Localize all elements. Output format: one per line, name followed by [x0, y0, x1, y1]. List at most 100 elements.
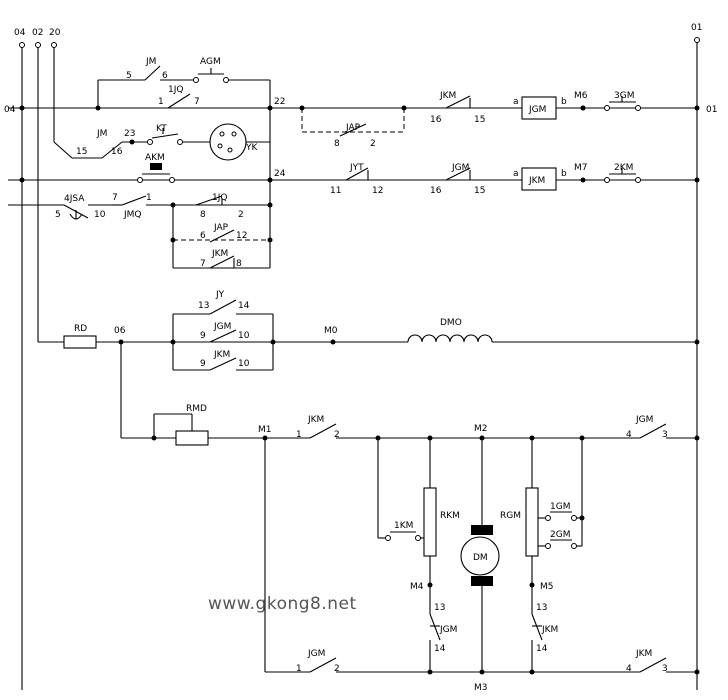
wire-label-01-top: 01	[691, 23, 702, 33]
jsa-block	[8, 180, 273, 269]
terminal-16b: 16	[430, 115, 442, 125]
terminal-6b: 6	[200, 231, 206, 241]
terminal-15c: 15	[474, 186, 485, 196]
watermark-text: www.gkong8.net	[208, 594, 357, 614]
row-1-circuit	[8, 65, 700, 137]
label-rgm: RGM	[500, 511, 521, 521]
label-1km: 1KM	[394, 521, 413, 531]
terminal-10a: 10	[238, 331, 250, 341]
label-rmd: RMD	[186, 404, 207, 414]
node-label-06: 06	[114, 326, 126, 336]
label-jgm-coil: JGM	[528, 105, 546, 115]
terminal-2n: 2	[334, 664, 340, 674]
label-jkm-bot: JKM	[635, 649, 652, 659]
terminal-12b: 12	[236, 231, 247, 241]
terminal-13b: 13	[536, 603, 547, 613]
label-jy: JY	[215, 290, 225, 300]
wire-label-04: 04	[14, 28, 26, 38]
row-kt-circuit	[53, 123, 271, 180]
terminal-8b: 8	[200, 210, 206, 220]
label-jmq: JMQ	[123, 210, 142, 220]
node-label-22: 22	[274, 97, 285, 107]
label-jgm-row2: JGM	[451, 163, 469, 173]
terminal-14: 14	[238, 301, 250, 311]
terminal-9a: 9	[200, 331, 206, 341]
terminal-15a: 15	[76, 147, 87, 157]
label-jyt: JYT	[349, 163, 364, 173]
terminal-6: 6	[162, 71, 168, 81]
terminal-2b: 2	[238, 210, 244, 220]
wire-label-02: 02	[32, 28, 43, 38]
label-rd: RD	[74, 324, 87, 334]
label-jgm-b: JGM	[213, 322, 231, 332]
label-2km: 2KM	[614, 163, 633, 173]
wire-label-04-left: 04	[4, 105, 16, 115]
terminal-13a: 13	[434, 603, 445, 613]
label-yk: YK	[245, 143, 258, 153]
terminal-3n: 3	[662, 664, 668, 674]
label-jkm-c: JKM	[211, 249, 228, 259]
terminal-1a: 1	[158, 97, 164, 107]
label-4jsa: 4JSA	[64, 194, 85, 204]
label-dm: DM	[473, 553, 488, 563]
wire-label-01-right: 01	[706, 105, 717, 115]
port-b-2: b	[561, 169, 567, 179]
label-1jq-top: 1JQ	[168, 85, 183, 95]
label-jkm-v: JKM	[541, 625, 558, 635]
label-jm-top: JM	[145, 57, 156, 67]
terminal-10b: 10	[238, 359, 250, 369]
wire-label-m3: M3	[474, 683, 488, 693]
node-label-24: 24	[274, 169, 286, 179]
terminal-13: 13	[198, 301, 209, 311]
wire-label-m4: M4	[410, 582, 424, 592]
terminal-5b: 5	[55, 210, 61, 220]
terminal-1m: 1	[296, 430, 302, 440]
terminal-4m: 4	[626, 430, 632, 440]
terminal-2a: 2	[370, 139, 376, 149]
terminal-1b: 1	[146, 193, 152, 203]
terminal-8a: 8	[334, 139, 340, 149]
label-1jq-c: 1JQ	[212, 193, 227, 203]
label-3gm: 3GM	[614, 91, 634, 101]
terminal-15b: 15	[474, 115, 485, 125]
label-agm: AGM	[200, 57, 221, 67]
label-jkm-row1: JKM	[439, 91, 456, 101]
terminal-7c: 7	[200, 259, 206, 269]
terminal-10: 10	[94, 210, 106, 220]
label-jkm-coil: JKM	[528, 176, 545, 186]
label-dmo: DMO	[440, 318, 462, 328]
port-a-1: a	[513, 97, 519, 107]
port-b-1: b	[561, 97, 567, 107]
label-jm-mid: JM	[96, 129, 107, 139]
terminal-5: 5	[126, 71, 132, 81]
terminal-16a: 16	[111, 147, 123, 157]
terminal-11: 11	[330, 186, 341, 196]
wire-label-m7: M7	[574, 163, 588, 173]
row-m1-circuit	[120, 342, 700, 672]
node-label-23: 23	[124, 129, 135, 139]
terminal-7a: 7	[194, 97, 200, 107]
label-jgm-v: JGM	[439, 625, 457, 635]
wire-label-m6: M6	[574, 91, 588, 101]
terminal-4n: 4	[626, 664, 632, 674]
label-jgm-m1: JGM	[635, 415, 653, 425]
label-1gm: 1GM	[550, 502, 570, 512]
wire-label-m5: M5	[540, 582, 554, 592]
wire-label-m2: M2	[474, 424, 488, 434]
terminal-7b: 7	[112, 193, 118, 203]
label-jap-c: JAP	[213, 223, 229, 233]
label-jgm-bot: JGM	[307, 649, 325, 659]
label-jkm-m1: JKM	[307, 415, 324, 425]
terminal-14a: 14	[434, 644, 446, 654]
label-jap-box: JAP	[345, 123, 361, 133]
terminal-9b: 9	[200, 359, 206, 369]
label-akm: AKM	[145, 153, 165, 163]
terminal-12: 12	[372, 186, 383, 196]
terminal-14b: 14	[536, 644, 548, 654]
row-2-circuit	[8, 163, 700, 191]
bus-lines	[19, 37, 700, 690]
label-kt: KT	[156, 124, 167, 134]
row-dmo-circuit	[38, 299, 700, 371]
